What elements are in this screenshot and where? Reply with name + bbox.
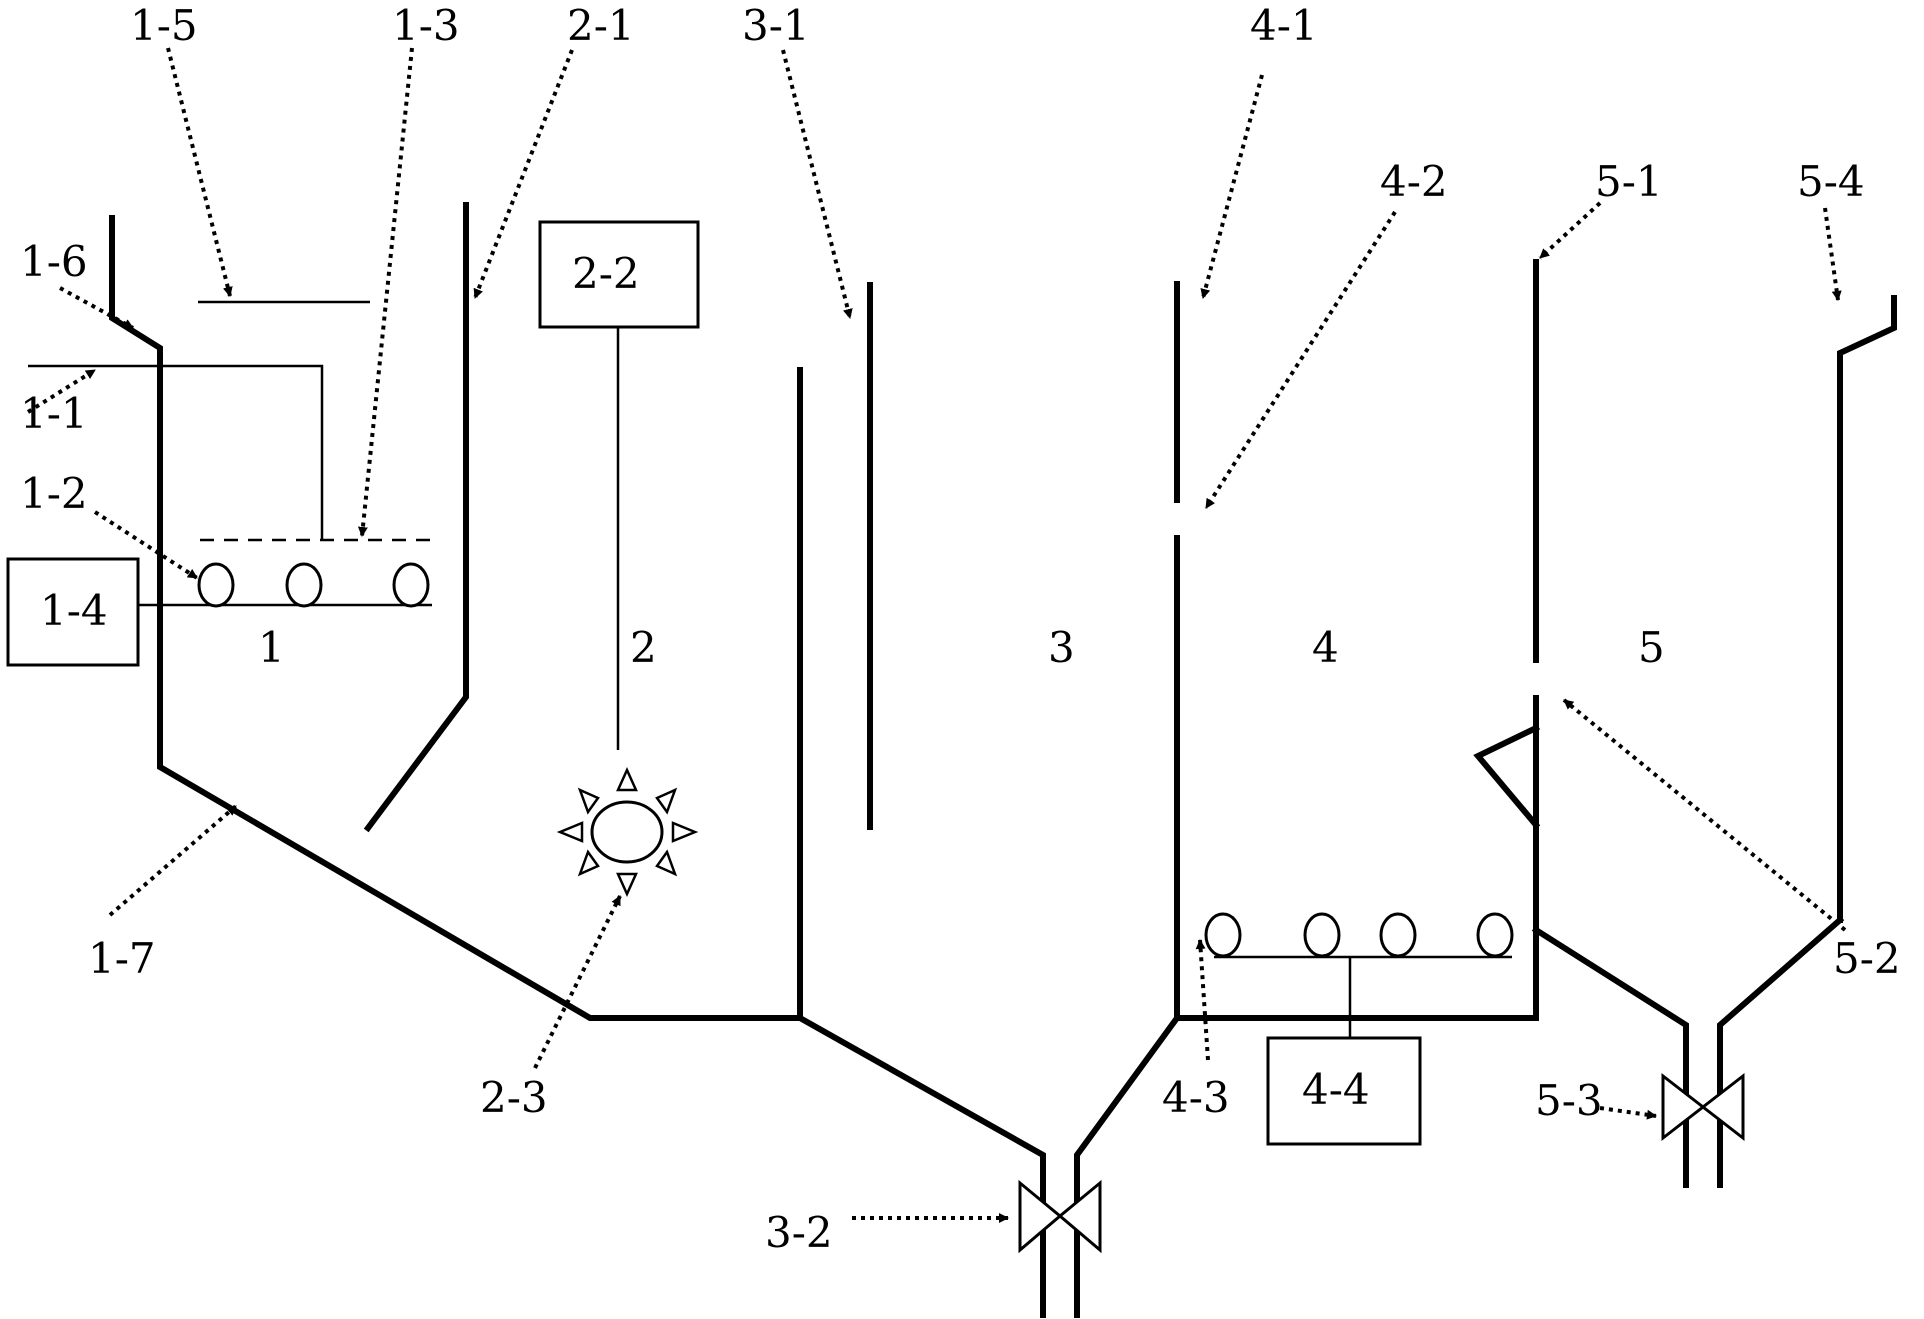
outlet-5-4 [1837, 295, 1897, 923]
valve-3-2-left [1018, 1179, 1063, 1254]
chamber1-internals: 1-4 [6, 300, 434, 667]
label-2-1: 2-1 [567, 1, 635, 50]
tank-walls [109, 202, 1897, 1318]
inlet-pipe-1-1 [28, 364, 324, 540]
impeller-blade [577, 849, 600, 877]
label-1-2: 1-2 [20, 469, 88, 518]
leader-1-2 [93, 510, 199, 580]
leader-4-1 [1200, 74, 1264, 299]
leader-5-3 [1599, 1106, 1657, 1120]
label-4-3: 4-3 [1162, 1073, 1230, 1122]
deflector-5-2 [1473, 723, 1541, 830]
aerator-disc-4a [1204, 912, 1242, 958]
callout-labels: 1-5 1-3 2-1 3-1 4-1 4-2 5-1 5-4 1-6 1-1 … [20, 1, 1901, 1257]
label-4-1: 4-1 [1250, 1, 1318, 50]
leader-5-1 [1538, 201, 1602, 260]
label-5-1: 5-1 [1595, 157, 1663, 206]
hopper5-left [1531, 925, 1689, 1188]
label-5-2: 5-2 [1833, 934, 1901, 983]
chamber-number-4: 4 [1312, 623, 1339, 672]
wall-chamber1-left [109, 215, 803, 1021]
impeller-blade [616, 766, 638, 792]
hopper-left [795, 1013, 1046, 1318]
label-5-4: 5-4 [1797, 157, 1865, 206]
chamber-number-5: 5 [1638, 623, 1665, 672]
box-1-4-label: 1-4 [40, 586, 108, 635]
leader-1-1 [26, 368, 97, 414]
impeller-blade [577, 787, 600, 815]
impeller-blade [556, 821, 584, 843]
aerator-disc-1c [392, 562, 430, 608]
leader-1-7 [108, 804, 238, 917]
impeller-blades [556, 766, 699, 898]
label-3-1: 3-1 [742, 1, 810, 50]
aerator-disc-4d [1476, 912, 1514, 958]
leader-1-5 [166, 47, 233, 297]
valve-3-2 [1018, 1179, 1102, 1254]
aerator-disc-1a [197, 562, 235, 608]
impeller-blade [655, 787, 678, 815]
leader-4-2 [1204, 210, 1397, 510]
valve-5-3-left [1661, 1072, 1706, 1142]
label-1-6: 1-6 [20, 237, 88, 286]
leader-5-2 [1562, 698, 1847, 932]
baffle-2-1 [363, 202, 469, 833]
valve-5-3 [1661, 1072, 1745, 1142]
label-5-3: 5-3 [1535, 1076, 1603, 1125]
leader-arrows [26, 47, 1847, 1223]
chamber-numbers: 1 2 3 4 5 [258, 623, 1665, 672]
box-2-2-label: 2-2 [572, 249, 640, 298]
impeller-blade [655, 849, 678, 877]
aerator-disc-4c [1379, 912, 1417, 958]
label-4-2: 4-2 [1380, 157, 1448, 206]
leader-4-3 [1195, 939, 1210, 1061]
aerator-disc-4b [1303, 912, 1341, 958]
leader-5-4 [1823, 207, 1842, 301]
label-1-1: 1-1 [20, 389, 88, 438]
leader-1-3 [357, 47, 414, 537]
chamber4-internals: 4-4 [1204, 912, 1514, 1146]
box-4-4-label: 4-4 [1302, 1065, 1370, 1114]
box-4-4 [1266, 1036, 1422, 1146]
aerator-disc-1b [285, 562, 323, 608]
label-1-7: 1-7 [88, 934, 156, 983]
chamber-number-3: 3 [1048, 623, 1075, 672]
label-1-5: 1-5 [130, 1, 198, 50]
chamber-number-1: 1 [258, 623, 285, 672]
chamber2-internals: 2-2 [538, 220, 700, 898]
leader-3-1 [781, 49, 853, 319]
impeller-blade [671, 821, 699, 843]
label-2-3: 2-3 [480, 1073, 548, 1122]
box-1-4 [6, 557, 140, 667]
valve-3-2-right [1057, 1179, 1102, 1254]
leader-2-3 [533, 895, 622, 1069]
impeller-blade [616, 872, 638, 898]
impeller-hub [590, 800, 664, 864]
valve-5-3-right [1700, 1072, 1745, 1142]
hopper5-right [1717, 915, 1845, 1188]
hopper-right [1074, 1013, 1182, 1318]
label-3-2: 3-2 [765, 1208, 833, 1257]
label-1-3: 1-3 [392, 1, 460, 50]
chamber-number-2: 2 [630, 623, 657, 672]
